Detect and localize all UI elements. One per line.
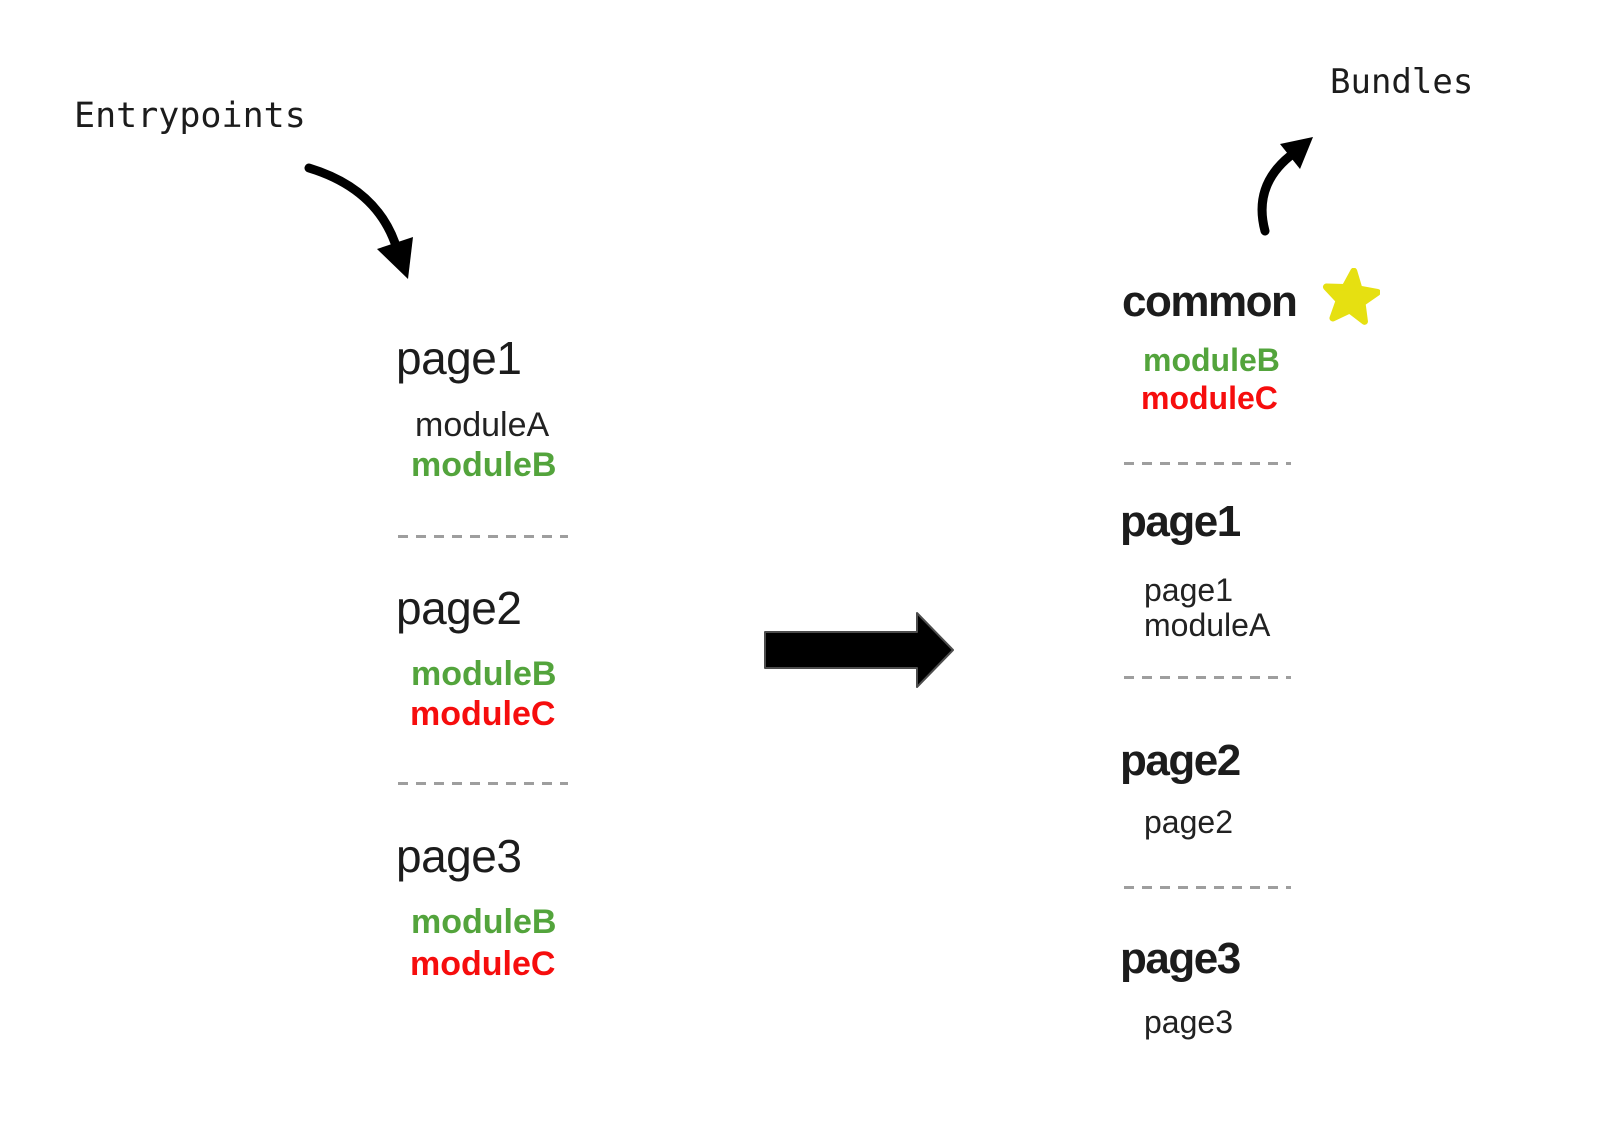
module-item: moduleB <box>411 655 557 693</box>
separator <box>1124 462 1291 465</box>
module-item: page3 <box>1144 1004 1233 1040</box>
module-item: moduleB <box>411 446 557 484</box>
entrypoints-label: Entrypoints <box>74 96 306 136</box>
entrypoint-page3-title: page3 <box>396 830 522 882</box>
module-item: page2 <box>1144 804 1233 840</box>
bundle-page1-title: page1 <box>1120 497 1241 546</box>
entrypoint-page2-title: page2 <box>396 582 522 634</box>
module-item: moduleA <box>1144 607 1271 643</box>
module-item: moduleC <box>1141 380 1278 416</box>
star-icon <box>1322 268 1380 325</box>
right-arrow-icon <box>764 612 954 688</box>
entrypoint-page1-title: page1 <box>396 332 522 384</box>
module-item: moduleA <box>415 406 550 444</box>
separator <box>398 535 568 538</box>
bundles-label: Bundles <box>1330 62 1474 102</box>
separator <box>398 782 568 785</box>
separator <box>1124 886 1291 889</box>
curved-arrow-down-icon <box>304 163 413 279</box>
bundle-common-title: common <box>1122 277 1298 326</box>
separator <box>1124 676 1291 679</box>
module-item: moduleB <box>1143 342 1280 378</box>
module-item: moduleC <box>410 945 556 983</box>
module-item: moduleC <box>410 695 556 733</box>
module-item: moduleB <box>411 903 557 941</box>
module-item: page1 <box>1144 572 1233 608</box>
bundle-page2-title: page2 <box>1120 736 1241 785</box>
bundle-page3-title: page3 <box>1120 934 1241 983</box>
curved-arrow-up-icon <box>1257 137 1313 236</box>
